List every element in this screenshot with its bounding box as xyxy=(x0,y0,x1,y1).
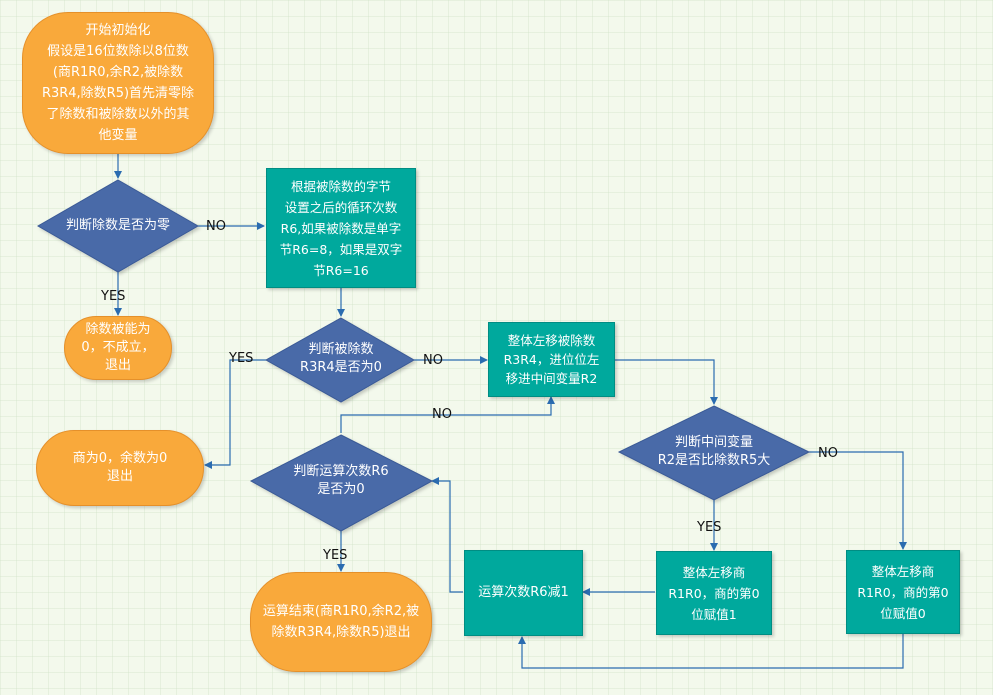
decision-dividend-zero-shape xyxy=(264,317,416,403)
check-divisor-zero-label: 判断除数是否为零 xyxy=(65,218,170,233)
edge-label-compare-no: NO xyxy=(818,446,838,461)
decision-compare-shape xyxy=(617,405,811,501)
shift-dividend-node: 整体左移被除数 R3R4，进位位左 移进中间变量R2 xyxy=(488,322,615,397)
edge-label-dividend-yes: YES xyxy=(229,351,254,366)
edge-quotient0-to-decrement xyxy=(518,634,904,669)
compare-r2-r5-label: 判断中间变量 R2是否比除数R5大 xyxy=(657,435,771,468)
decision-divisor-zero-shape xyxy=(36,179,200,273)
divisor-zero-exit-node: 除数被能为 0，不成立， 退出 xyxy=(64,316,172,380)
shift-quotient-0-node: 整体左移商 R1R0，商的第0 位赋值0 xyxy=(846,550,960,634)
decision-count-zero-shape xyxy=(249,434,434,532)
edge-shift-to-compare xyxy=(615,359,718,405)
check-dividend-zero-label: 判断被除数 R3R4是否为0 xyxy=(300,342,382,375)
check-count-zero-label: 判断运算次数R6 是否为0 xyxy=(293,464,389,497)
edge-count-no-loop xyxy=(340,396,555,433)
edge-label-divisor-no: NO xyxy=(206,219,226,234)
edge-label-count-no: NO xyxy=(432,407,452,422)
start-node: 开始初始化 假设是16位数除以8位数 (商R1R0,余R2,被除数 R3R4,除… xyxy=(22,12,214,154)
edge-label-count-yes: YES xyxy=(323,548,348,563)
edge-label-dividend-no: NO xyxy=(423,353,443,368)
edge-compare-no xyxy=(809,451,907,550)
edge-label-compare-yes: YES xyxy=(697,520,722,535)
dividend-zero-exit-node: 商为0，余数为0 退出 xyxy=(36,430,204,506)
shift-quotient-1-node: 整体左移商 R1R0，商的第0 位赋值1 xyxy=(656,551,772,635)
edge-label-divisor-yes: YES xyxy=(101,289,126,304)
edge-dividend-yes xyxy=(204,359,266,469)
finish-node: 运算结束(商R1R0,余R2,被 除数R3R4,除数R5)退出 xyxy=(250,572,432,672)
decrement-count-node: 运算次数R6减1 xyxy=(464,550,583,636)
edge-decrement-to-check-count xyxy=(431,477,463,593)
set-loop-count-node: 根据被除数的字节 设置之后的循环次数 R6,如果被除数是单字 节R6=8，如果是… xyxy=(266,168,416,288)
